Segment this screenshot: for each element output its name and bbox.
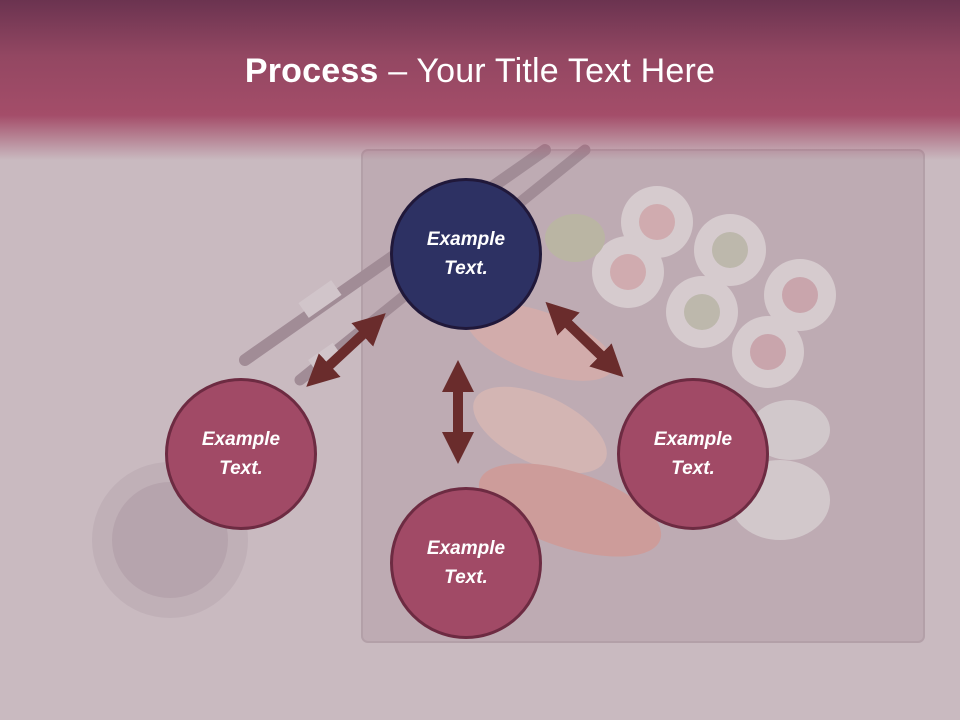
nigiri-shape [465, 303, 830, 557]
node-label: Example Text. [426, 229, 506, 279]
arrow-top-left [306, 313, 386, 387]
process-node-top[interactable]: Example Text. [390, 178, 542, 330]
title-bar [0, 0, 960, 160]
process-node-right[interactable]: Example Text. [617, 378, 769, 530]
wasabi-shape [545, 214, 605, 262]
maki-rolls-shape [592, 186, 836, 388]
node-label: Example Text. [653, 429, 733, 479]
slide-title-bold: Process [244, 52, 379, 90]
slide-title[interactable]: Process – Your Title Text Here [0, 52, 960, 91]
node-label: Example Text. [201, 429, 281, 479]
process-node-bottom[interactable]: Example Text. [390, 487, 542, 639]
process-node-left[interactable]: Example Text. [165, 378, 317, 530]
slide-title-rest: – Your Title Text Here [378, 52, 716, 90]
node-label: Example Text. [426, 538, 506, 588]
arrow-top-right [545, 301, 624, 378]
